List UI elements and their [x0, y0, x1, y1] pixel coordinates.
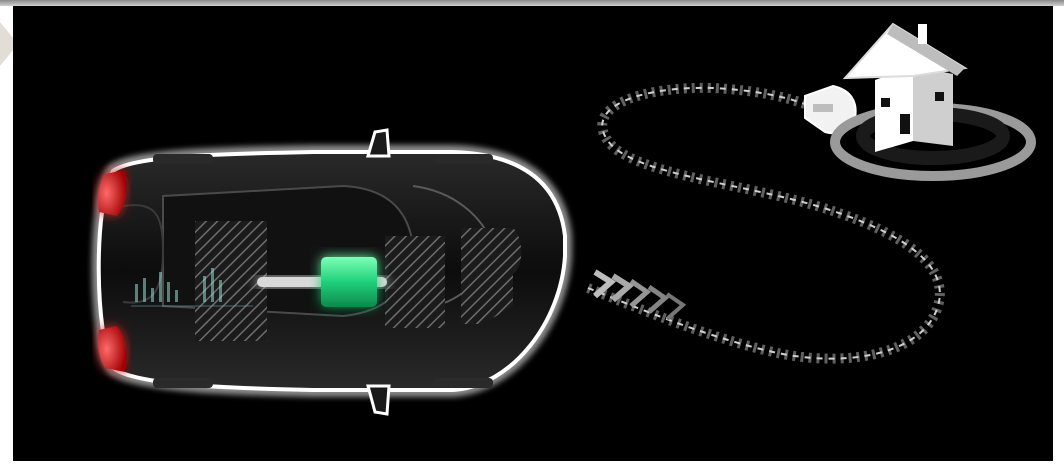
front-component-a — [385, 236, 445, 328]
house-window-right — [935, 92, 944, 101]
mirror-bottom — [368, 386, 389, 414]
house — [835, 24, 1031, 176]
battery — [321, 257, 377, 307]
house-chimney — [918, 24, 927, 44]
house-side-wall — [913, 66, 953, 146]
mirror-top — [368, 130, 389, 156]
house-window-left — [881, 98, 890, 107]
house-front-wall — [875, 66, 913, 152]
charging-scene — [13, 6, 1053, 461]
car — [98, 130, 565, 414]
scene-illustration — [13, 6, 1053, 461]
house-door — [900, 114, 910, 134]
